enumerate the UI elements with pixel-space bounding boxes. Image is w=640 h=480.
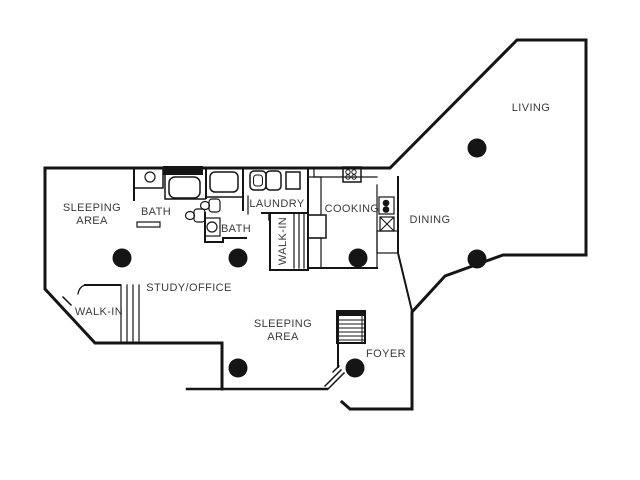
wall-oven: [378, 196, 395, 215]
toilet1-bowl: [184, 210, 196, 221]
walkin2-walls: [269, 213, 309, 271]
label-bath-2: BATH: [221, 223, 251, 235]
cooktop: [342, 166, 362, 183]
label-laundry: LAUNDRY: [249, 198, 304, 210]
pedestal-sink: [206, 221, 218, 233]
exterior-wall-southwest: [43, 166, 224, 391]
tub1-enclosure: [164, 174, 206, 200]
entry-door: [323, 364, 346, 391]
stairs: [336, 310, 366, 344]
label-study-office: STUDY/OFFICE: [146, 282, 231, 294]
room-labels: SLEEPING AREA BATH BATH LAUNDRY WALK-IN …: [63, 102, 550, 360]
label-bath-1: BATH: [141, 206, 171, 218]
entry-door-jamb: [331, 364, 341, 374]
pedestal-sink-box: [204, 217, 221, 237]
toilet2-tank: [208, 198, 221, 213]
bath1-shelf: [136, 221, 161, 228]
walkin2-sliding-doors: [293, 213, 305, 269]
toilet2-bowl: [199, 200, 211, 211]
walkin1-entry-door-tick: [61, 295, 73, 307]
label-sleeping-area-1-line2: AREA: [76, 215, 108, 227]
dryer: [265, 170, 282, 191]
wall-fill-bar: [163, 166, 203, 175]
oven-knob-bottom: [382, 206, 390, 213]
toilet1-tank: [193, 208, 206, 223]
column-dot: [467, 249, 487, 269]
kitchen-right-wall: [397, 176, 414, 313]
walkin1-door-arc: [77, 284, 86, 295]
exterior-walls: [43, 38, 588, 411]
label-sleeping-area-1-line1: SLEEPING: [63, 202, 121, 214]
shower-tub: [209, 171, 239, 193]
column-dot: [228, 248, 248, 268]
walkin1-sliding-doors: [120, 284, 140, 343]
stairs-top-landing: [337, 311, 365, 316]
stairs-treads: [337, 315, 365, 344]
bathtub: [168, 176, 201, 199]
oven-knob-top: [382, 199, 390, 207]
dishwasher-cross: [379, 216, 395, 232]
counter-lower-right: [376, 230, 399, 254]
label-living: LIVING: [512, 102, 550, 114]
column-dot: [228, 358, 248, 378]
structural-columns: [112, 138, 487, 378]
closet-doors: [120, 213, 305, 343]
exterior-wall-main: [43, 38, 588, 411]
label-walk-in-1: WALK-IN: [75, 306, 123, 318]
kitchen-left-wall: [307, 167, 378, 269]
counter-lower-left: [307, 237, 322, 269]
column-dot: [345, 358, 365, 378]
fixtures: [133, 166, 399, 269]
vanity1-counter: [133, 167, 164, 189]
entry-door-leaf: [323, 368, 346, 391]
label-walk-in-2: WALK-IN: [277, 217, 289, 265]
column-dot: [112, 248, 132, 268]
label-cooking: COOKING: [325, 203, 380, 215]
utility-unit: [285, 171, 301, 190]
washer: [249, 170, 267, 191]
washer-lid: [253, 174, 263, 187]
column-dot: [467, 138, 487, 158]
label-sleeping-area-2-line2: AREA: [267, 331, 299, 343]
refrigerator: [307, 214, 327, 239]
interior-walls: [61, 167, 414, 368]
column-dot: [348, 248, 368, 268]
label-dining: DINING: [410, 214, 451, 226]
label-foyer: FOYER: [366, 348, 406, 360]
cooktop-burners: [345, 169, 357, 180]
kitchen-counter-edges: [313, 167, 378, 269]
label-sleeping-area-2-line1: SLEEPING: [254, 318, 312, 330]
counter-upper-left: [307, 176, 322, 216]
vanity1-sink: [144, 171, 156, 183]
